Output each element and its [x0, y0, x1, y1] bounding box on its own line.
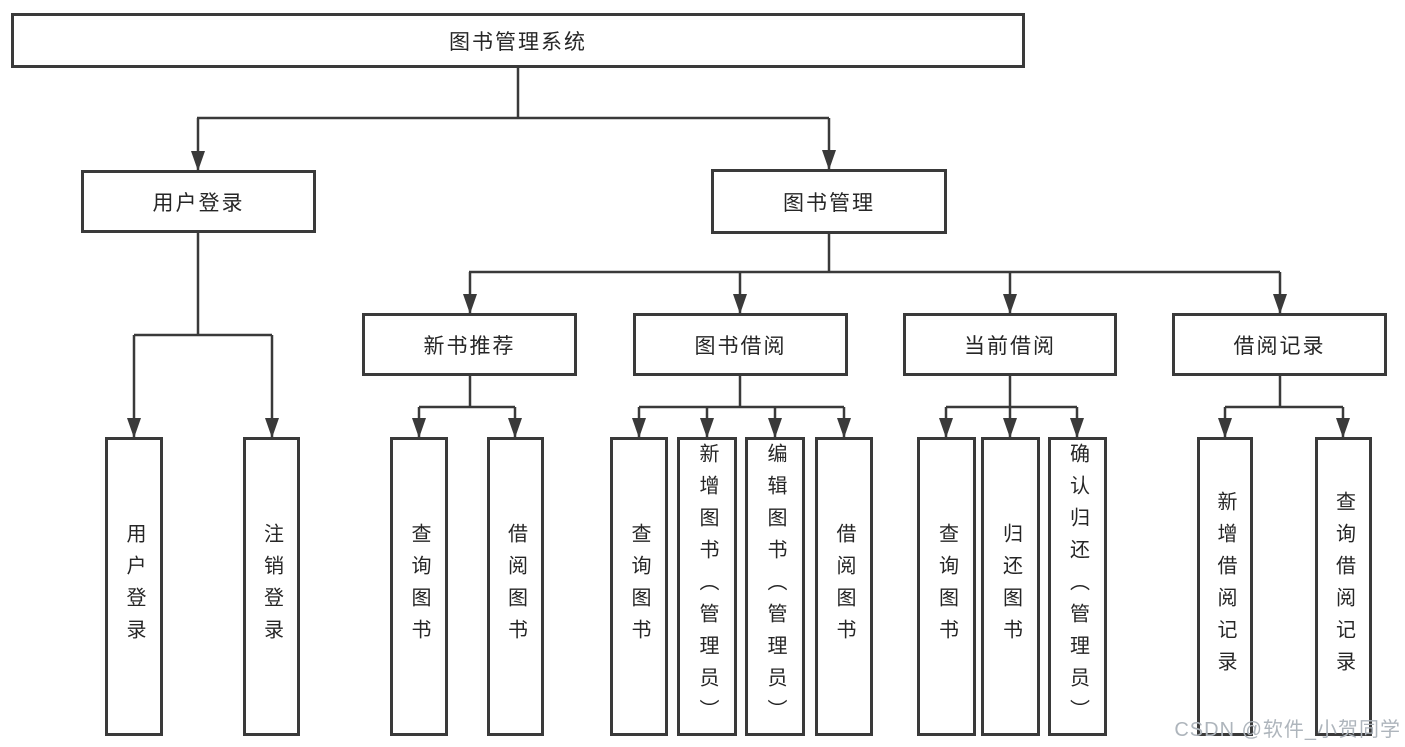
leaf-new-book-borrow-books: 借阅图书 — [487, 437, 544, 736]
connector-current-borrow-children — [939, 376, 1084, 438]
node-current-borrow: 当前借阅 — [903, 313, 1117, 376]
leaf-current-query-books: 查询图书 — [917, 437, 976, 736]
node-book-borrow-label: 图书借阅 — [694, 334, 787, 358]
leaf-return-books: 归还图书 — [981, 437, 1040, 736]
leaf-edit-books-admin-label: 编辑图书（管理员） — [764, 442, 786, 731]
leaf-query-borrow-record-label: 查询借阅记录 — [1332, 490, 1355, 683]
node-root-label: 图书管理系统 — [449, 30, 587, 54]
node-book-borrow: 图书借阅 — [633, 313, 848, 376]
leaf-user-login-label: 用户登录 — [123, 522, 145, 651]
connector-user-login-children — [127, 233, 279, 438]
leaf-new-book-borrow-books-label: 借阅图书 — [504, 522, 527, 651]
leaf-add-borrow-record-label: 新增借阅记录 — [1214, 490, 1236, 683]
leaf-new-book-query-books-label: 查询图书 — [408, 522, 430, 651]
leaf-add-books-admin: 新增图书（管理员） — [677, 437, 737, 736]
connector-book-borrow-children — [632, 376, 851, 438]
node-borrow-record: 借阅记录 — [1172, 313, 1387, 376]
node-borrow-record-label: 借阅记录 — [1233, 334, 1326, 358]
connector-root-to-level2 — [191, 68, 836, 171]
node-new-book-rec: 新书推荐 — [362, 313, 577, 376]
node-user-login: 用户登录 — [81, 170, 316, 233]
leaf-current-query-books-label: 查询图书 — [935, 522, 958, 651]
leaf-borrow-query-books: 查询图书 — [610, 437, 668, 736]
connector-book-mgmt-children — [463, 234, 1287, 314]
leaf-edit-books-admin: 编辑图书（管理员） — [745, 437, 805, 736]
leaf-add-borrow-record: 新增借阅记录 — [1197, 437, 1253, 736]
node-book-mgmt-label: 图书管理 — [783, 191, 875, 215]
leaf-borrow-books: 借阅图书 — [815, 437, 873, 736]
leaf-user-login: 用户登录 — [105, 437, 163, 736]
connector-new-book-children — [412, 376, 522, 438]
leaf-new-book-query-books: 查询图书 — [390, 437, 448, 736]
leaf-confirm-return-admin: 确认归还（管理员） — [1048, 437, 1107, 736]
leaf-confirm-return-admin-label: 确认归还（管理员） — [1066, 442, 1089, 731]
node-new-book-rec-label: 新书推荐 — [423, 334, 516, 358]
leaf-borrow-query-books-label: 查询图书 — [628, 522, 650, 651]
node-current-borrow-label: 当前借阅 — [964, 334, 1056, 358]
connector-borrow-record-children — [1218, 376, 1350, 438]
csdn-watermark: CSDN @软件_小贺同学 — [1174, 719, 1401, 741]
leaf-query-borrow-record: 查询借阅记录 — [1315, 437, 1372, 736]
leaf-borrow-books-label: 借阅图书 — [833, 522, 855, 651]
node-book-mgmt: 图书管理 — [711, 169, 947, 234]
node-root: 图书管理系统 — [11, 13, 1025, 68]
leaf-add-books-admin-label: 新增图书（管理员） — [696, 442, 718, 731]
leaf-logout: 注销登录 — [243, 437, 300, 736]
leaf-return-books-label: 归还图书 — [999, 522, 1022, 651]
leaf-logout-label: 注销登录 — [260, 522, 283, 651]
node-user-login-label: 用户登录 — [152, 191, 245, 215]
